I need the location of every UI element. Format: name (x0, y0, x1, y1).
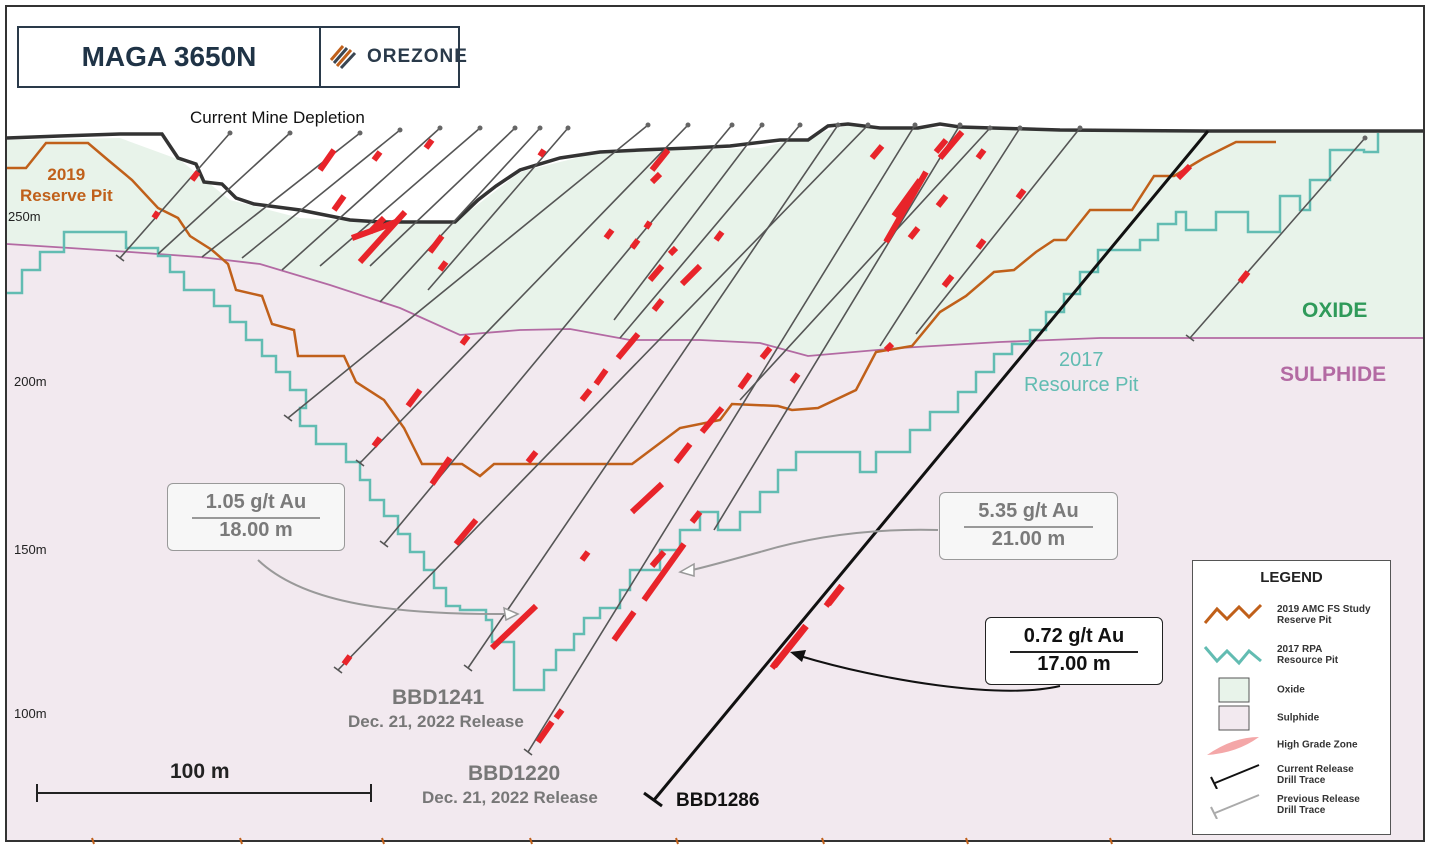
legend-item-high-grade: High Grade Zone (1203, 731, 1383, 759)
callout-length: 17.00 m (1037, 653, 1111, 675)
pink-swatch-icon (1218, 705, 1250, 731)
title-divider (319, 28, 321, 86)
orezone-logo-icon (329, 45, 357, 70)
legend-item-resource-pit: 2017 RPA Resource Pit (1203, 641, 1383, 669)
legend-label: Sulphide (1277, 712, 1320, 724)
elevation-250: 250m (8, 209, 41, 224)
leader-1286 (799, 655, 1061, 692)
teal-zigzag-icon (1203, 646, 1262, 666)
resource-pit-label: 2017 Resource Pit (1024, 349, 1139, 396)
callout-bbd1286: 0.72 g/t Au 17.00 m (985, 617, 1163, 685)
callout-grade: 5.35 g/t Au (978, 500, 1079, 522)
hole-label-bbd1220: BBD1220 (468, 762, 561, 785)
leader-1220-arrow (678, 562, 695, 577)
reserve-pit-outline (7, 140, 1276, 478)
hole-label-bbd1286: BBD1286 (676, 790, 760, 811)
mined-out-area (160, 120, 960, 224)
legend-title: LEGEND (1260, 569, 1323, 586)
callout-grade: 0.72 g/t Au (1023, 625, 1125, 647)
sulphide-zone (7, 244, 1423, 840)
legend-item-current-trace: Current Release Drill Trace (1203, 761, 1383, 789)
reserve-pit-label: 2019 Reserve Pit (20, 165, 113, 205)
figure-title: MAGA 3650N (81, 41, 257, 72)
legend-label: High Grade Zone (1277, 739, 1358, 751)
legend-item-previous-trace: Previous Release Drill Trace (1203, 791, 1383, 819)
scale-bar-label: 100 m (170, 760, 230, 783)
drill-trace-bbd1286 (652, 130, 1210, 801)
leader-1220 (691, 528, 939, 571)
elevation-100: 100m (14, 706, 47, 721)
leader-1241-arrow (503, 606, 520, 622)
legend-label: Previous Release Drill Trace (1277, 794, 1360, 816)
grey-trace-icon (1210, 794, 1260, 819)
callout-grade: 1.05 g/t Au (205, 491, 307, 513)
legend-item-sulphide: Sulphide (1203, 704, 1383, 732)
resource-pit-outline (7, 133, 1380, 692)
green-swatch-icon (1218, 677, 1250, 703)
callout-rule (964, 526, 1093, 528)
elevation-200: 200m (14, 374, 47, 389)
title-box: MAGA 3650N OREZONE (17, 26, 467, 88)
legend-item-oxide: Oxide (1203, 676, 1383, 704)
legend-label: Current Release Drill Trace (1277, 764, 1354, 786)
legend-label: Oxide (1277, 684, 1305, 696)
hole-release-bbd1220: Dec. 21, 2022 Release (422, 788, 598, 807)
leader-1286-arrow (790, 650, 806, 662)
callout-length: 21.00 m (991, 528, 1066, 550)
bottom-ticks (91, 837, 1113, 845)
drill-end-ticks (115, 254, 1195, 756)
hole-release-bbd1241: Dec. 21, 2022 Release (348, 712, 524, 731)
mine-depletion-surface (6, 122, 1423, 224)
drill-trace-bbd1286-end (643, 791, 663, 808)
callout-rule (1010, 651, 1138, 653)
scale-bar (36, 784, 372, 802)
leader-1241 (257, 559, 509, 616)
orange-zigzag-icon (1203, 603, 1263, 624)
sulphide-label: SULPHIDE (1280, 363, 1387, 386)
callout-bbd1220: 5.35 g/t Au 21.00 m (939, 492, 1118, 560)
callout-rule (192, 517, 320, 519)
legend-label: 2017 RPA Resource Pit (1277, 644, 1339, 666)
hole-label-bbd1241: BBD1241 (392, 686, 485, 709)
black-trace-icon (1210, 764, 1260, 789)
bbd1286-intercepts (771, 583, 845, 669)
elevation-150: 150m (14, 542, 47, 557)
legend-label: 2019 AMC FS Study Reserve Pit (1277, 604, 1371, 626)
logo-text: OREZONE (367, 46, 468, 67)
legend: LEGEND 2019 AMC FS Study Reserve Pit 201… (1192, 560, 1391, 835)
oxide-label: OXIDE (1302, 299, 1368, 322)
drill-collars (227, 122, 1368, 141)
legend-item-reserve-pit: 2019 AMC FS Study Reserve Pit (1203, 601, 1383, 629)
callout-bbd1241: 1.05 g/t Au 18.00 m (167, 483, 345, 551)
callout-length: 18.00 m (219, 519, 293, 541)
red-lens-icon (1207, 737, 1259, 755)
depletion-label: Current Mine Depletion (190, 108, 365, 127)
oxide-sulphide-boundary (6, 243, 1423, 357)
